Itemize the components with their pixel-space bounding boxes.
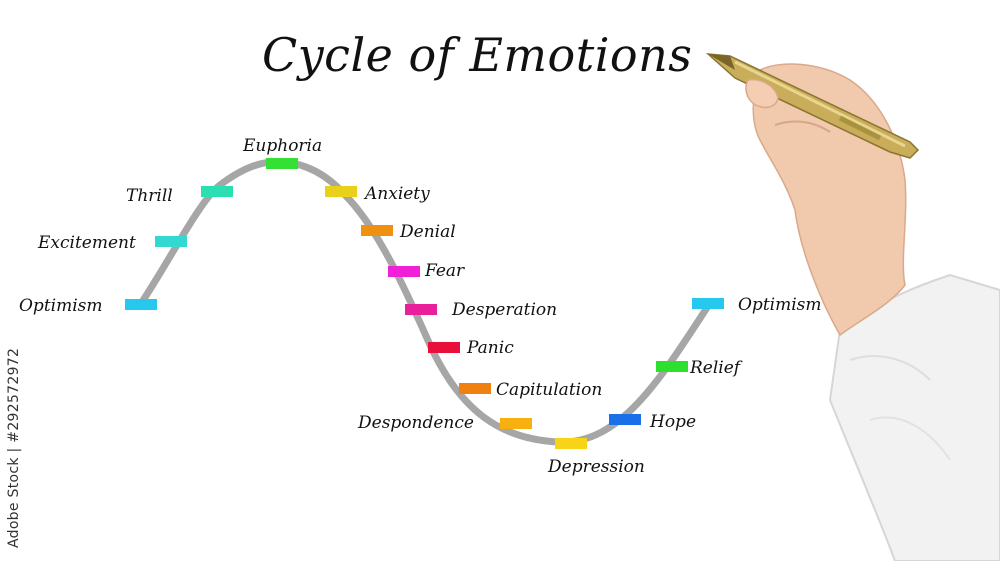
- stage-marker: [459, 383, 491, 394]
- stage-label-capitulation: Capitulation: [496, 380, 602, 400]
- stage-label-optimism: Optimism: [19, 296, 103, 316]
- stage-label-thrill: Thrill: [126, 186, 173, 206]
- stage-label-relief: Relief: [690, 358, 740, 378]
- diagram-title: Cycle of Emotions: [262, 28, 692, 82]
- stock-id-watermark: Adobe Stock | #292572972: [6, 348, 22, 548]
- stage-marker: [155, 236, 187, 247]
- stage-label-despondence: Despondence: [358, 413, 474, 433]
- stage-marker: [325, 186, 357, 197]
- stage-marker: [266, 158, 298, 169]
- stage-marker: [388, 266, 420, 277]
- stage-label-euphoria: Euphoria: [243, 136, 322, 156]
- stage-marker: [201, 186, 233, 197]
- stage-marker: [428, 342, 460, 353]
- stage-marker: [125, 299, 157, 310]
- stage-label-denial: Denial: [400, 222, 456, 242]
- stage-marker: [609, 414, 641, 425]
- stage-label-fear: Fear: [425, 261, 464, 281]
- stage-marker: [405, 304, 437, 315]
- stage-label-depression: Depression: [548, 457, 645, 477]
- stage-label-hope: Hope: [650, 412, 696, 432]
- stage-label-anxiety: Anxiety: [365, 184, 430, 204]
- stage-marker: [500, 418, 532, 429]
- stage-marker: [692, 298, 724, 309]
- stage-label-panic: Panic: [467, 338, 514, 358]
- stage-label-optimism-end: Optimism: [738, 295, 822, 315]
- stage-marker: [555, 438, 587, 449]
- stage-label-excitement: Excitement: [38, 233, 136, 253]
- stage-marker: [656, 361, 688, 372]
- stage-label-desperation: Desperation: [452, 300, 557, 320]
- stage-marker: [361, 225, 393, 236]
